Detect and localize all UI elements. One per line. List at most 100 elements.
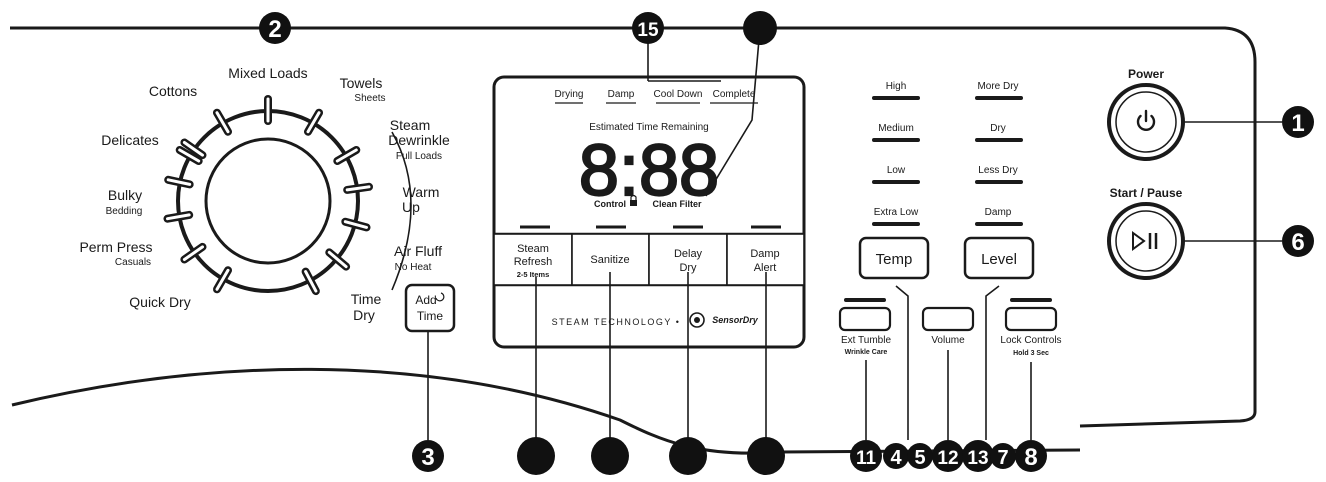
- status-cool-down: Cool Down: [654, 89, 703, 100]
- dial-tick-inner: [345, 185, 371, 192]
- dial-tick-inner: [166, 213, 191, 221]
- callout-blank-delay-dry: [669, 437, 707, 475]
- dial-label-delicates: Delicates: [101, 132, 159, 148]
- start-pause-label: Start / Pause: [1110, 186, 1183, 200]
- dial-tick-inner: [215, 268, 230, 291]
- delay-dry-label-1: Delay: [674, 248, 703, 260]
- dial-label-mixed-loads: Mixed Loads: [228, 65, 307, 81]
- dial-label-dewrinkle: Dewrinkle: [388, 132, 450, 148]
- svg-text:4: 4: [890, 447, 902, 469]
- callout-blank-steam-refresh: [517, 437, 555, 475]
- panel-top-edge: [10, 26, 1257, 428]
- play-pause-icon: [1132, 231, 1158, 251]
- svg-text:5: 5: [914, 447, 925, 469]
- ext-tumble-label: Ext Tumble: [841, 335, 891, 346]
- dial-label-up: Up: [402, 199, 420, 215]
- dial-label-quick-dry: Quick Dry: [129, 294, 190, 310]
- sanitize-label: Sanitize: [590, 254, 629, 266]
- callout-8: 8: [1015, 440, 1047, 472]
- sensor-dry-logo-icon: [689, 312, 705, 328]
- dial-label-cottons: Cottons: [149, 83, 197, 99]
- lock-controls-label: Lock Controls: [1000, 335, 1061, 346]
- power-button[interactable]: [1107, 83, 1185, 161]
- steam-refresh-button[interactable]: Steam Refresh 2-5 Items: [493, 233, 573, 286]
- volume-button[interactable]: [921, 306, 975, 332]
- callout-11: 11: [850, 440, 882, 472]
- dial-label-bulky: Bulky: [108, 187, 142, 203]
- svg-text:15: 15: [637, 20, 659, 41]
- display-frame: [492, 75, 806, 349]
- lock-controls-button[interactable]: [1004, 306, 1058, 332]
- svg-text:11: 11: [856, 448, 877, 469]
- dryness-level-selector: More Dry Dry Less Dry Damp: [975, 81, 1023, 226]
- callout-6: 6: [1282, 225, 1314, 257]
- temp-level-extra-low: Extra Low: [874, 207, 919, 218]
- callout-5: 5: [907, 443, 933, 469]
- sensor-dry-label: SensorDry: [712, 315, 759, 325]
- callout-12: 12: [932, 440, 964, 472]
- add-time-button-frame[interactable]: [404, 283, 456, 333]
- callout-1: 1: [1282, 106, 1314, 138]
- callout-15: 15: [632, 12, 664, 44]
- dial-label-full-loads: Full Loads: [396, 151, 442, 162]
- temp-level-medium: Medium: [878, 123, 914, 134]
- cycle-dial[interactable]: [163, 95, 412, 296]
- display-window: [492, 75, 806, 349]
- ext-tumble-button[interactable]: [838, 306, 892, 332]
- svg-text:6: 6: [1291, 229, 1304, 256]
- leader-level: [985, 285, 1000, 440]
- temp-button[interactable]: Temp: [858, 236, 930, 280]
- dial-label-warm: Warm: [403, 184, 440, 200]
- volume-label: Volume: [931, 335, 965, 346]
- dial-label-sheets: Sheets: [354, 93, 385, 104]
- power-icon: [1136, 109, 1156, 131]
- damp-alert-label-2: Alert: [754, 262, 777, 274]
- dial-label-no-heat: No Heat: [395, 262, 432, 273]
- leader-clean-filter: [705, 27, 761, 197]
- estimated-time-label: Estimated Time Remaining: [589, 122, 709, 133]
- status-damp: Damp: [608, 89, 635, 100]
- seven-segment-time: 8:88: [579, 131, 719, 211]
- dial-knob[interactable]: [204, 137, 332, 265]
- callout-blank-damp-alert: [747, 437, 785, 475]
- svg-text:12: 12: [937, 448, 958, 469]
- add-time-label-time: Time: [417, 309, 444, 323]
- leader-temp: [895, 285, 909, 440]
- dial-tick-inner: [335, 148, 358, 163]
- steam-refresh-sub: 2-5 Items: [517, 270, 550, 279]
- dial-tick-inner: [343, 220, 368, 229]
- svg-text:2: 2: [268, 16, 281, 43]
- level-button-label: Level: [981, 251, 1017, 268]
- svg-text:3: 3: [421, 444, 434, 471]
- steam-technology-label: STEAM TECHNOLOGY •: [552, 317, 681, 327]
- start-pause-button[interactable]: [1107, 202, 1185, 280]
- svg-text:7: 7: [997, 447, 1008, 469]
- steam-refresh-label-2: Refresh: [514, 256, 553, 268]
- lock-icon: [630, 194, 637, 206]
- dial-label-dry: Dry: [353, 307, 375, 323]
- dial-label-towels: Towels: [340, 75, 383, 91]
- dial-tick-inner: [182, 141, 204, 157]
- dial-label-perm-press: Perm Press: [79, 239, 152, 255]
- callout-13: 13: [962, 440, 994, 472]
- dial-tick-inner: [327, 250, 348, 269]
- temp-level-low: Low: [887, 165, 906, 176]
- svg-text:8: 8: [1024, 444, 1037, 471]
- add-time-icon: [435, 292, 445, 302]
- callout-blank-clean-filter: [743, 11, 777, 45]
- level-damp: Damp: [985, 207, 1012, 218]
- dial-label-bedding: Bedding: [106, 206, 143, 217]
- level-less-dry: Less Dry: [978, 165, 1017, 176]
- dial-label-casuals: Casuals: [115, 257, 151, 268]
- add-time-button[interactable]: Add Time: [404, 283, 456, 333]
- wrinkle-care-label: Wrinkle Care: [845, 349, 888, 356]
- dial-tick-inner: [182, 245, 204, 261]
- dial-tick-inner: [178, 148, 201, 163]
- level-button[interactable]: Level: [963, 236, 1035, 280]
- hold-3-sec-label: Hold 3 Sec: [1013, 350, 1049, 357]
- callout-3: 3: [412, 440, 444, 472]
- callout-blank-sanitize: [591, 437, 629, 475]
- delay-dry-label-2: Dry: [679, 262, 697, 274]
- status-complete: Complete: [713, 89, 756, 100]
